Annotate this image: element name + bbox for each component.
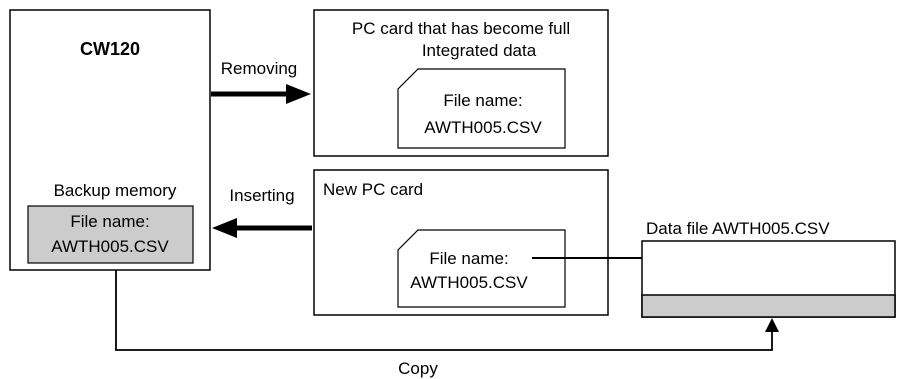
copy-arrow-head [765,318,779,332]
backup-file-name: AWTH005.CSV [51,237,169,256]
copy-line [115,270,773,351]
full-card-file-label: File name: [443,91,522,110]
backup-memory-box [27,205,194,264]
inserting-label: Inserting [229,186,294,205]
inserting-arrow-group: Inserting [212,186,312,238]
full-pc-card-subtitle: Integrated data [422,41,537,60]
full-card-file-name: AWTH005.CSV [424,118,542,137]
removing-arrow-group: Removing [211,59,311,104]
cw120-title: CW120 [80,39,140,59]
copy-label: Copy [398,359,438,378]
inserting-arrow-head [212,218,237,238]
backup-file-label: File name: [70,212,149,231]
full-pc-card: PC card that has become full Integrated … [313,9,609,157]
new-card-file-icon [397,229,566,308]
data-file-appended-row [641,294,896,318]
removing-label: Removing [221,59,298,78]
new-pc-card: New PC card File name: AWTH005.CSV [313,169,609,316]
full-pc-card-title: PC card that has become full [352,19,570,38]
full-card-file-icon [397,68,566,149]
new-pc-card-title: New PC card [323,180,423,199]
backup-memory-label: Backup memory [54,181,177,200]
cw120-device: CW120 Backup memory File name: AWTH005.C… [9,9,211,271]
removing-arrow-head [286,84,311,104]
new-card-file-label: File name: [429,249,508,268]
data-file-title: Data file AWTH005.CSV [646,219,830,238]
new-card-file-name: AWTH005.CSV [410,273,528,292]
copy-connector: Copy [115,270,779,378]
data-file: Data file AWTH005.CSV [641,219,896,318]
